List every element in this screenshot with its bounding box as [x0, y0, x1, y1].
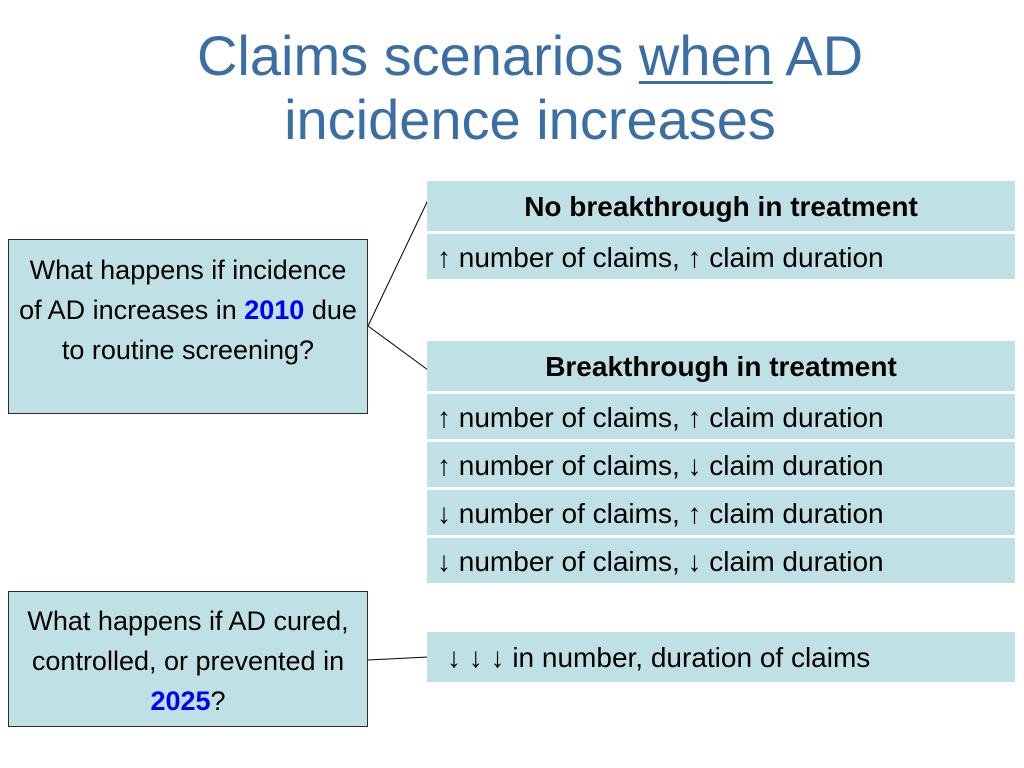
- title-line-2: incidence increases: [284, 88, 776, 151]
- connector-q1-to-breakthrough: [367, 325, 429, 371]
- question-box-2010: What happens if incidence of AD increase…: [8, 239, 368, 414]
- connector-q2-to-cure: [367, 656, 429, 661]
- scenario-row: ↓ number of claims, ↑ claim duration: [427, 487, 1015, 535]
- slide-title: Claims scenarios when AD incidence incre…: [100, 24, 960, 152]
- question-1-year: 2010: [244, 295, 305, 325]
- title-underlined-word: when: [638, 24, 773, 87]
- connector-q1-to-no-breakthrough: [367, 199, 429, 327]
- cure-scenario-row: ↓ ↓ ↓ in number, duration of claims: [427, 632, 1015, 682]
- panel-no-breakthrough: No breakthrough in treatment ↑ number of…: [427, 181, 1015, 279]
- scenario-row: ↓ number of claims, ↓ claim duration: [427, 535, 1015, 583]
- question-2-year: 2025: [150, 686, 211, 716]
- panel-breakthrough-header: Breakthrough in treatment: [427, 341, 1015, 391]
- question-box-2025: What happens if AD cured, controlled, or…: [8, 591, 368, 727]
- title-part-2: AD: [772, 24, 864, 87]
- title-part-1: Claims scenarios: [196, 24, 639, 87]
- question-2-text-after: ?: [210, 686, 226, 716]
- panel-cure: ↓ ↓ ↓ in number, duration of claims: [427, 632, 1015, 682]
- panel-breakthrough: Breakthrough in treatment ↑ number of cl…: [427, 341, 1015, 583]
- panel-no-breakthrough-header: No breakthrough in treatment: [427, 181, 1015, 231]
- scenario-row: ↑ number of claims, ↓ claim duration: [427, 439, 1015, 487]
- question-2-text-before: What happens if AD cured, controlled, or…: [27, 606, 349, 676]
- scenario-row: ↑ number of claims, ↑ claim duration: [427, 391, 1015, 439]
- question-1-text-before: What happens if incidence of AD increase…: [19, 255, 347, 325]
- question-1-text-after: due to routine screening?: [61, 295, 357, 365]
- scenario-row: ↑ number of claims, ↑ claim duration: [427, 231, 1015, 279]
- title-line-1: Claims scenarios when AD: [100, 24, 960, 88]
